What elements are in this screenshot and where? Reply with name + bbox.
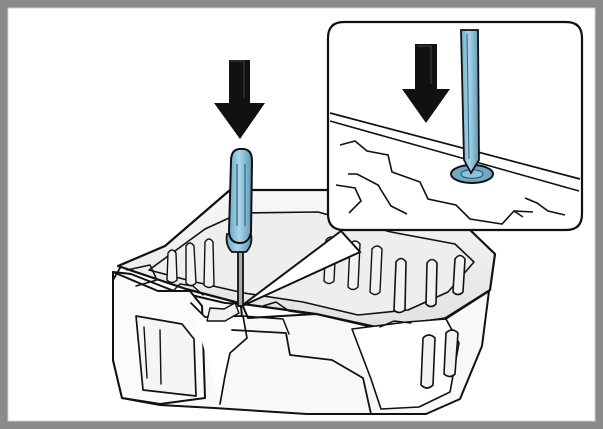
inner-border-shadow — [7, 7, 596, 422]
callout-pointer — [239, 229, 362, 308]
down-arrow-icon — [214, 60, 265, 139]
inset-down-arrow-icon — [402, 44, 450, 123]
magnified-detail-icon — [326, 20, 584, 232]
screwdriver-icon — [225, 148, 254, 318]
